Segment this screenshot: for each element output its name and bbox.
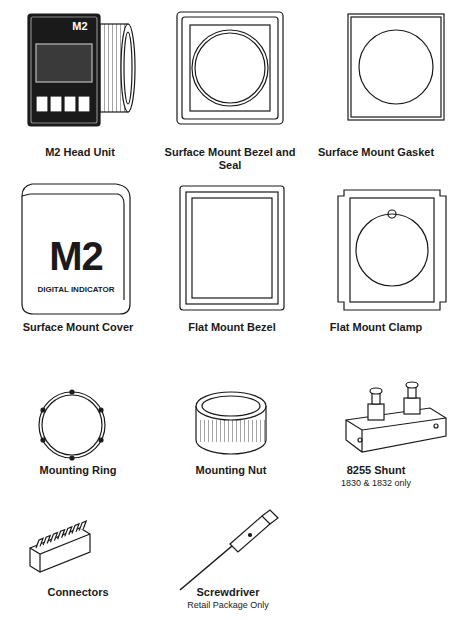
- part-name: M2 Head Unit: [5, 146, 155, 159]
- part-name: Mounting Nut: [156, 464, 306, 477]
- part-name: Screwdriver: [153, 586, 303, 599]
- connector-pin: [36, 538, 43, 548]
- flat-bezel: [180, 186, 284, 310]
- part-note: Retail Package Only: [153, 600, 303, 610]
- mounting-ring: [39, 390, 105, 460]
- part-note: 1830 & 1832 only: [301, 478, 451, 488]
- part-name: Surface Mount Gasket: [301, 146, 451, 159]
- part-name: Connectors: [3, 586, 153, 599]
- flat-clamp: [338, 190, 446, 310]
- head-unit: [28, 14, 135, 126]
- part-name: Surface Mount Cover: [3, 321, 153, 334]
- surface-bezel: [177, 12, 283, 124]
- shunt: [346, 382, 446, 452]
- part-name: 8255 Shunt: [301, 464, 451, 477]
- part-name: Mounting Ring: [3, 464, 153, 477]
- unit-marking: M2: [65, 20, 95, 33]
- part-name: Flat Mount Clamp: [301, 321, 451, 334]
- part-name: Surface Mount Bezel and Seal: [155, 146, 305, 171]
- cover-marking: M2: [26, 236, 126, 276]
- connector-pin: [65, 527, 72, 537]
- mounting-nut: [196, 392, 266, 454]
- connector-pin: [79, 521, 86, 531]
- connector-block: [30, 521, 90, 572]
- connector-pin: [43, 536, 50, 546]
- connector-pin: [72, 524, 79, 534]
- connector-pin: [58, 530, 65, 540]
- connector-pin: [50, 533, 57, 543]
- screwdriver: [180, 510, 278, 590]
- surface-gasket: [348, 14, 444, 120]
- part-name: Flat Mount Bezel: [157, 321, 307, 334]
- surface-cover: [22, 184, 130, 314]
- cover-marking: DIGITAL INDICATOR: [26, 285, 126, 294]
